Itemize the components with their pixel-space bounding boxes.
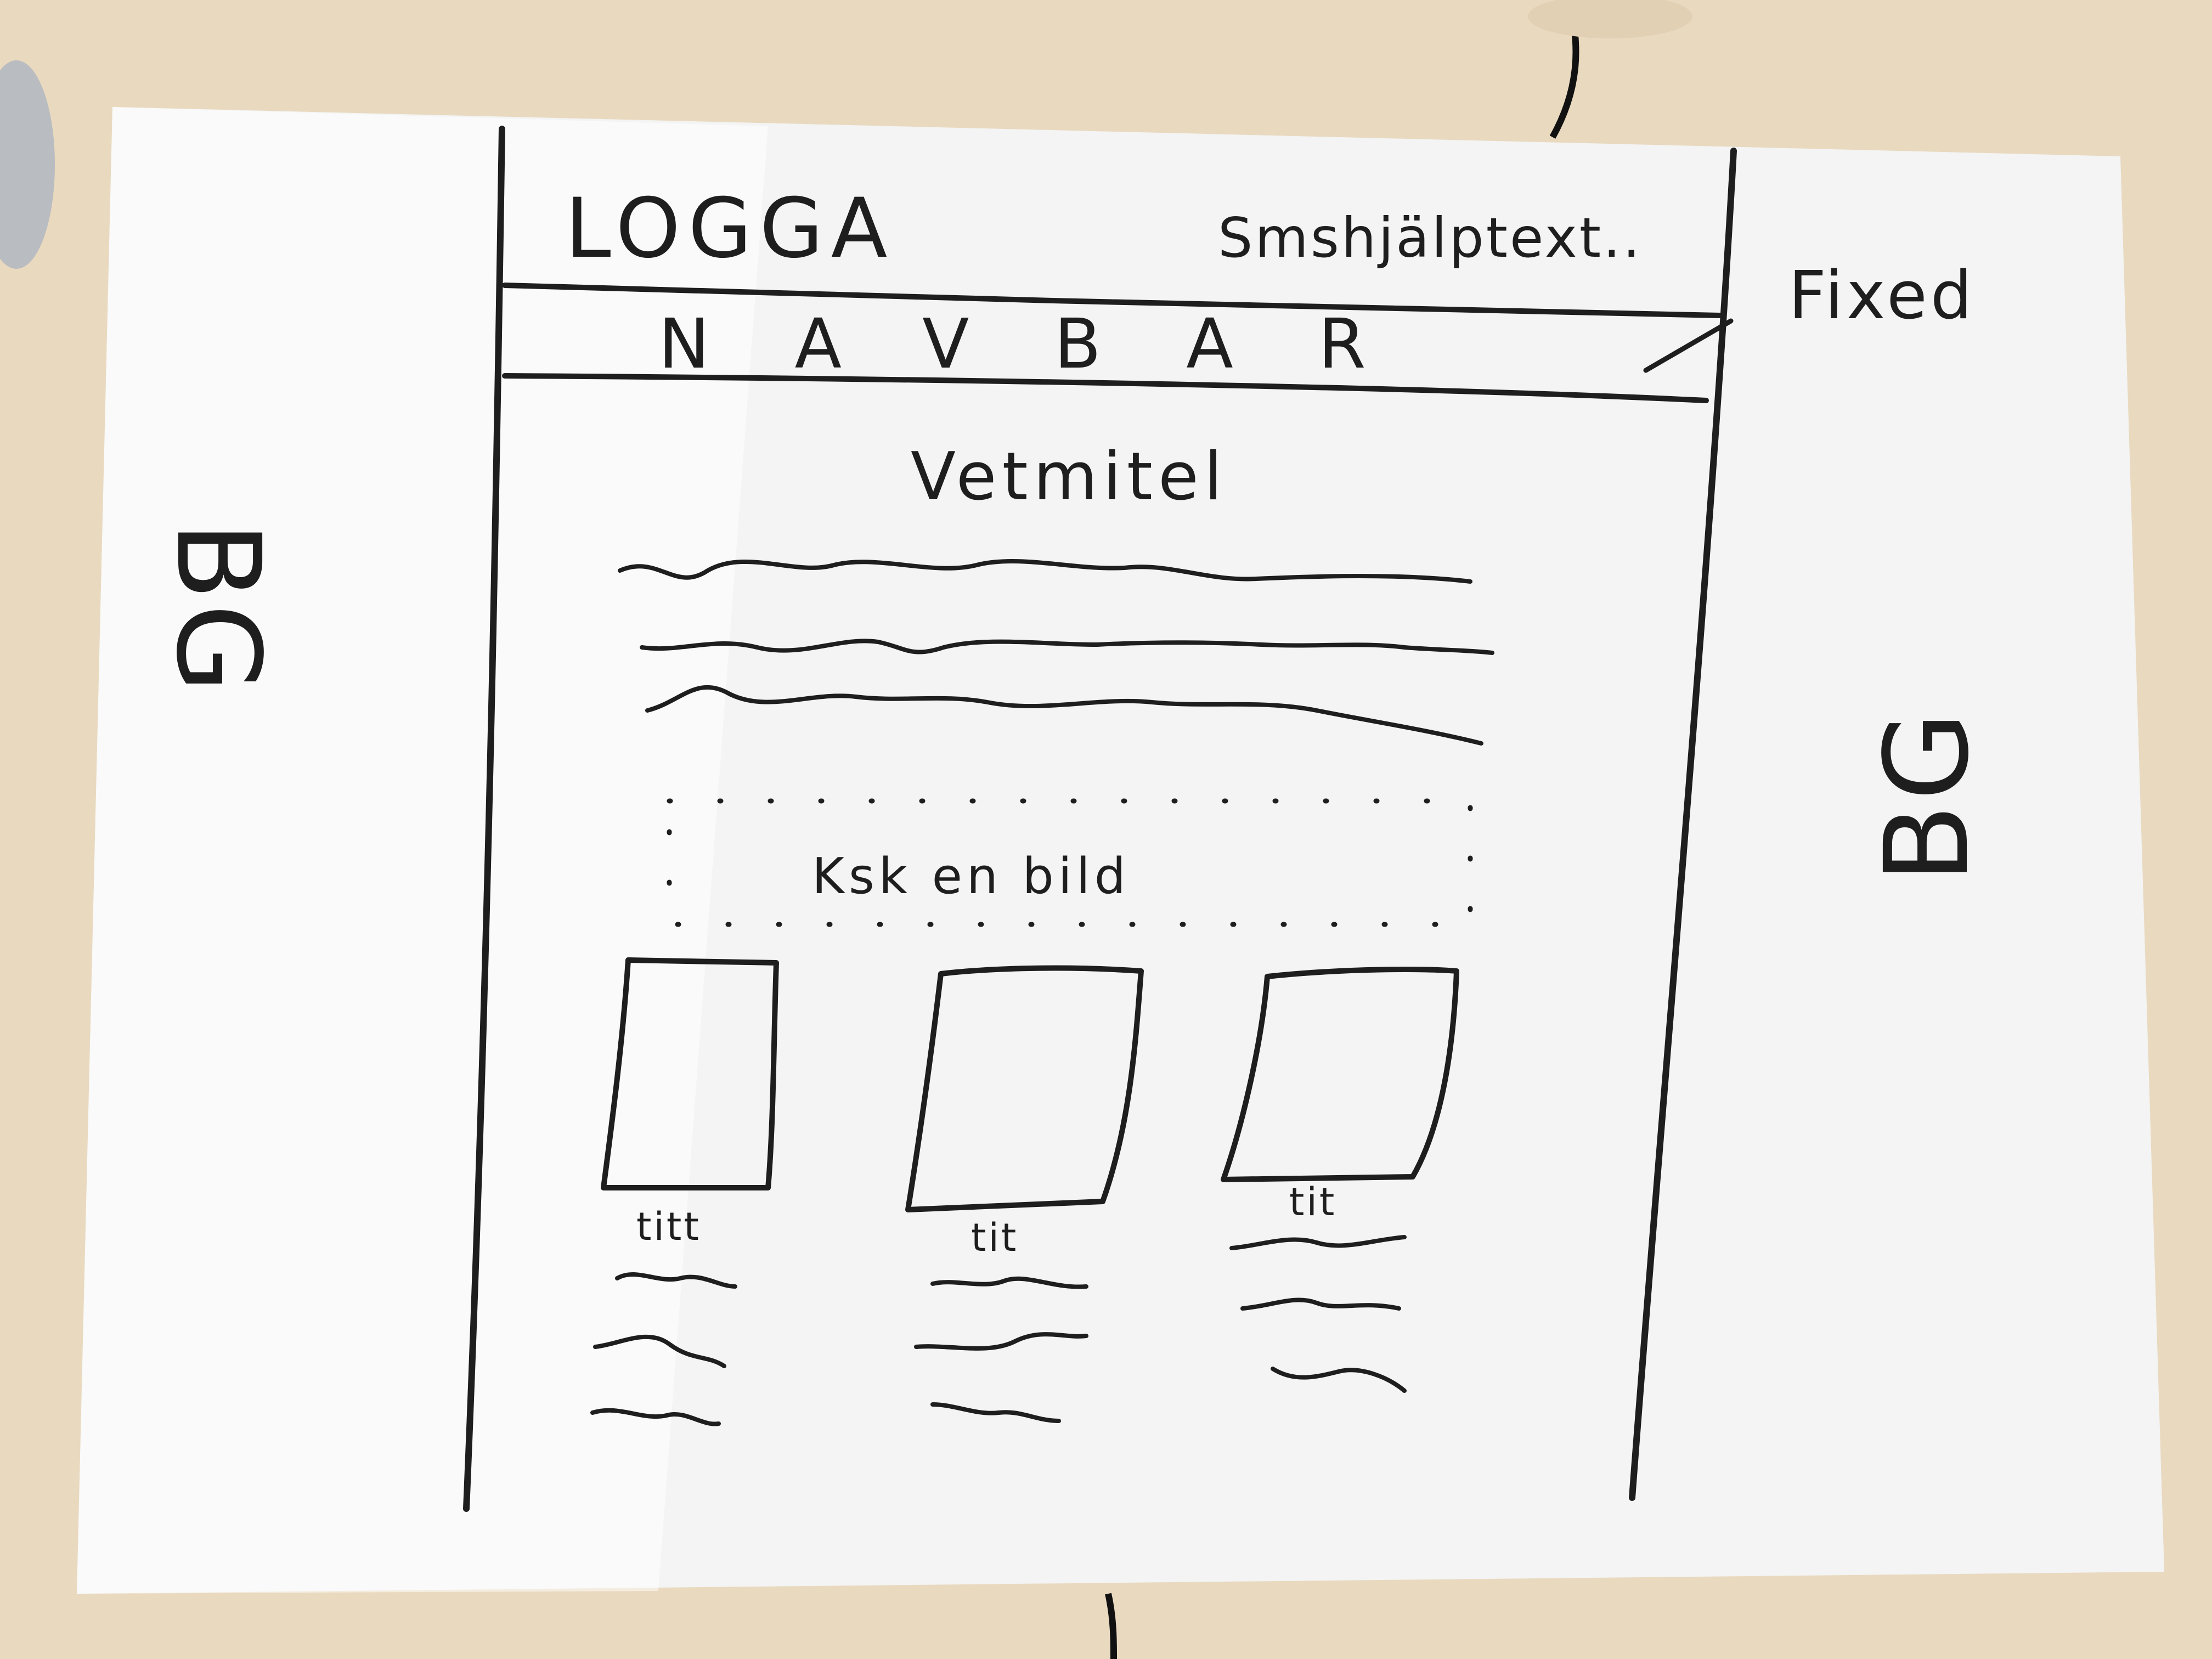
card-image-1 [601, 957, 779, 1190]
text-line-1 [618, 559, 1472, 584]
card-3-line-1 [1229, 1235, 1407, 1250]
logo[interactable]: LOGGA [565, 181, 895, 276]
navbar[interactable]: NAVBAR [658, 304, 1451, 384]
card-title[interactable]: tit [1289, 1180, 1337, 1224]
content-right-border [1629, 148, 1737, 1501]
help-text: Smshjälptext.. [1218, 206, 1643, 270]
card-title[interactable]: tit [971, 1215, 1019, 1260]
text-line-3 [645, 685, 1483, 746]
navbar-top-line [502, 283, 1723, 318]
fixed-pointer-line [1643, 318, 1734, 373]
background-label-right: BG [1860, 706, 1994, 883]
navbar-bottom-line [502, 373, 1709, 403]
desk-cable-bottom [1105, 1593, 1117, 1659]
page-title: Vetmitel [911, 439, 1228, 515]
card-1-line-1 [615, 1272, 737, 1289]
card-2-line-2 [914, 1332, 1088, 1351]
paper-highlight [77, 107, 768, 1594]
background-label-left: BG [151, 521, 285, 699]
card-2-line-3 [930, 1402, 1061, 1423]
card-1-line-2 [593, 1334, 726, 1368]
desk-grain [1528, 0, 1692, 38]
card-title[interactable]: titt [636, 1204, 701, 1249]
image-placeholder-label: Ksk en bild [812, 848, 1130, 905]
desk-object [0, 60, 55, 269]
card-1-line-3 [590, 1408, 721, 1426]
card-image-2 [905, 965, 1144, 1212]
card-3-line-3 [1271, 1367, 1407, 1393]
content-left-border [463, 126, 505, 1512]
card-image-3 [1221, 967, 1459, 1182]
text-line-2 [640, 639, 1494, 655]
card-3-line-2 [1240, 1297, 1401, 1311]
fixed-annotation: Fixed [1788, 258, 1976, 334]
card-2-line-1 [930, 1276, 1088, 1289]
